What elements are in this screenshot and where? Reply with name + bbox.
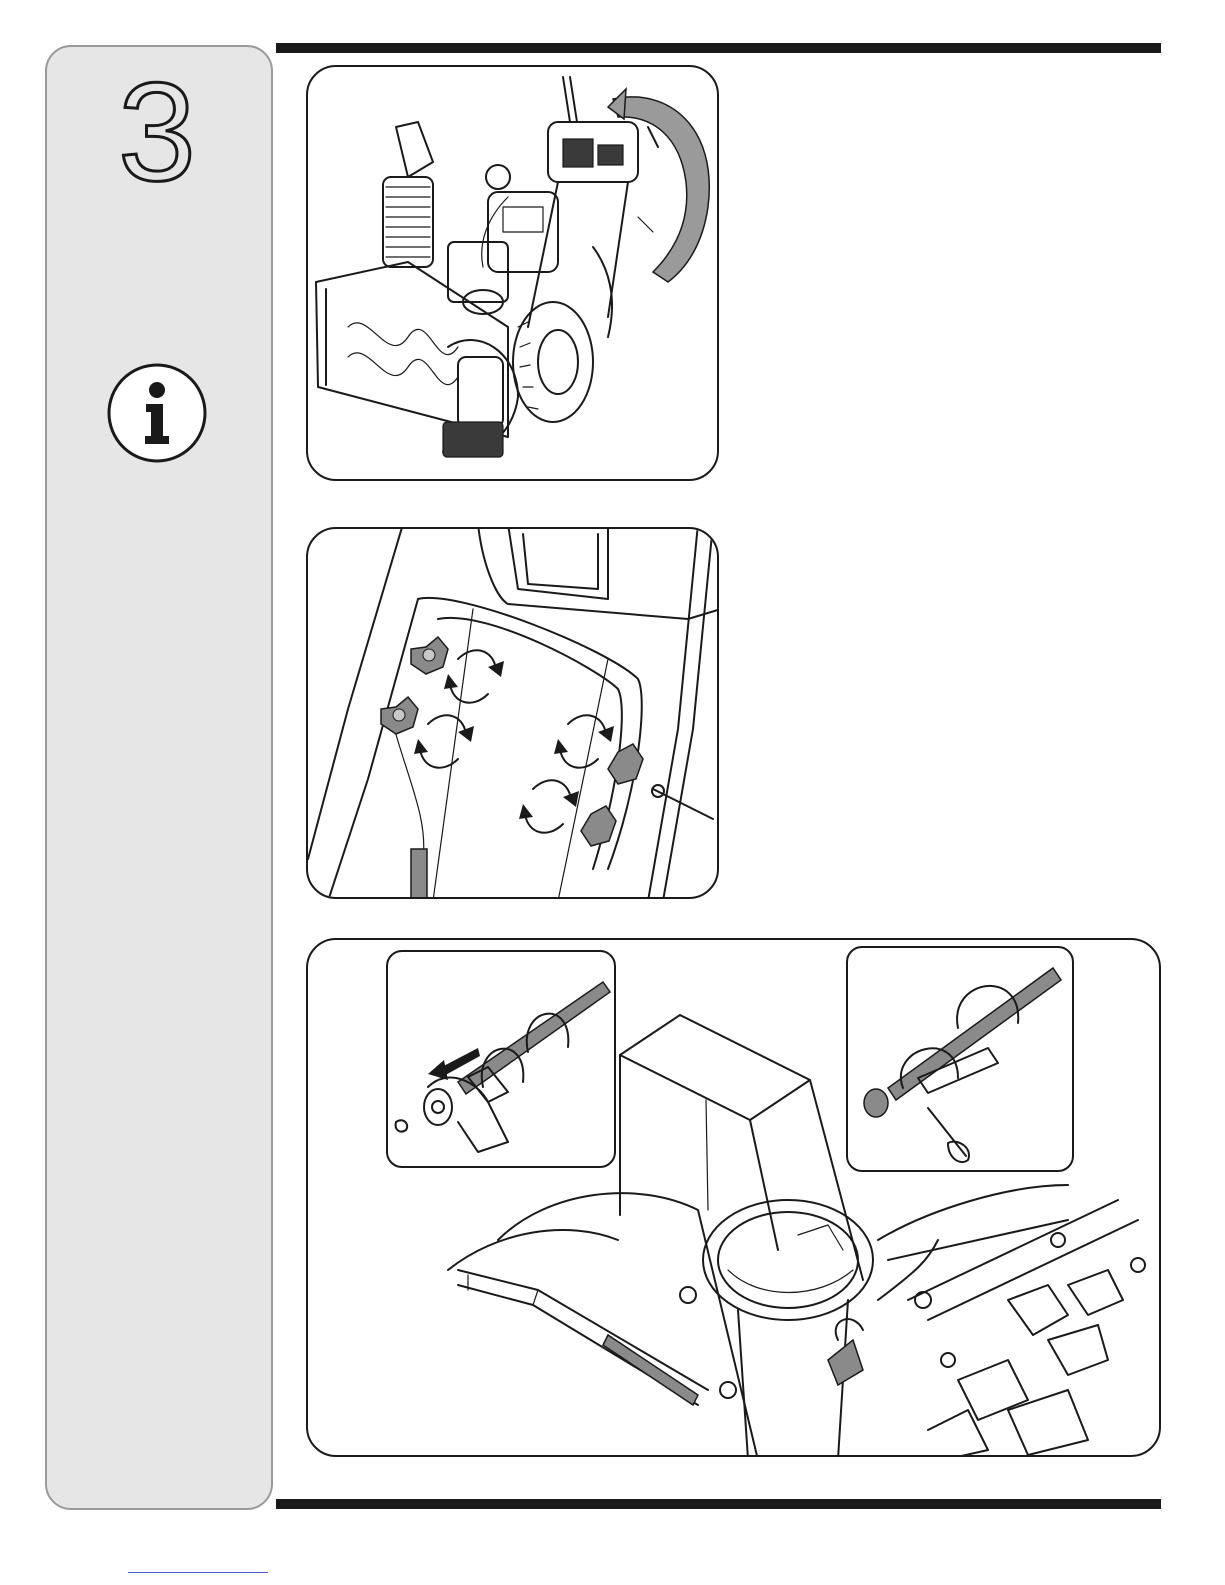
info-icon [106,362,208,464]
footer-link[interactable] [128,1572,268,1573]
handle-knob-tighten-figure [306,527,719,899]
top-rule [276,43,1161,53]
step-number-label: 3 [118,68,196,198]
pin-removal-illustration [388,952,616,1168]
pin-install-illustration [848,948,1074,1172]
step-side-panel [45,45,273,1510]
bottom-rule [276,1499,1161,1509]
step-number: 3 [112,68,202,198]
knob-rotation-illustration [308,529,719,899]
snowblower-illustration [308,67,719,481]
chute-shaft-assembly-figure [306,938,1161,1457]
snowblower-handle-fold-figure [306,65,719,481]
pin-install-inset [846,946,1074,1172]
pin-removal-inset [386,950,616,1168]
